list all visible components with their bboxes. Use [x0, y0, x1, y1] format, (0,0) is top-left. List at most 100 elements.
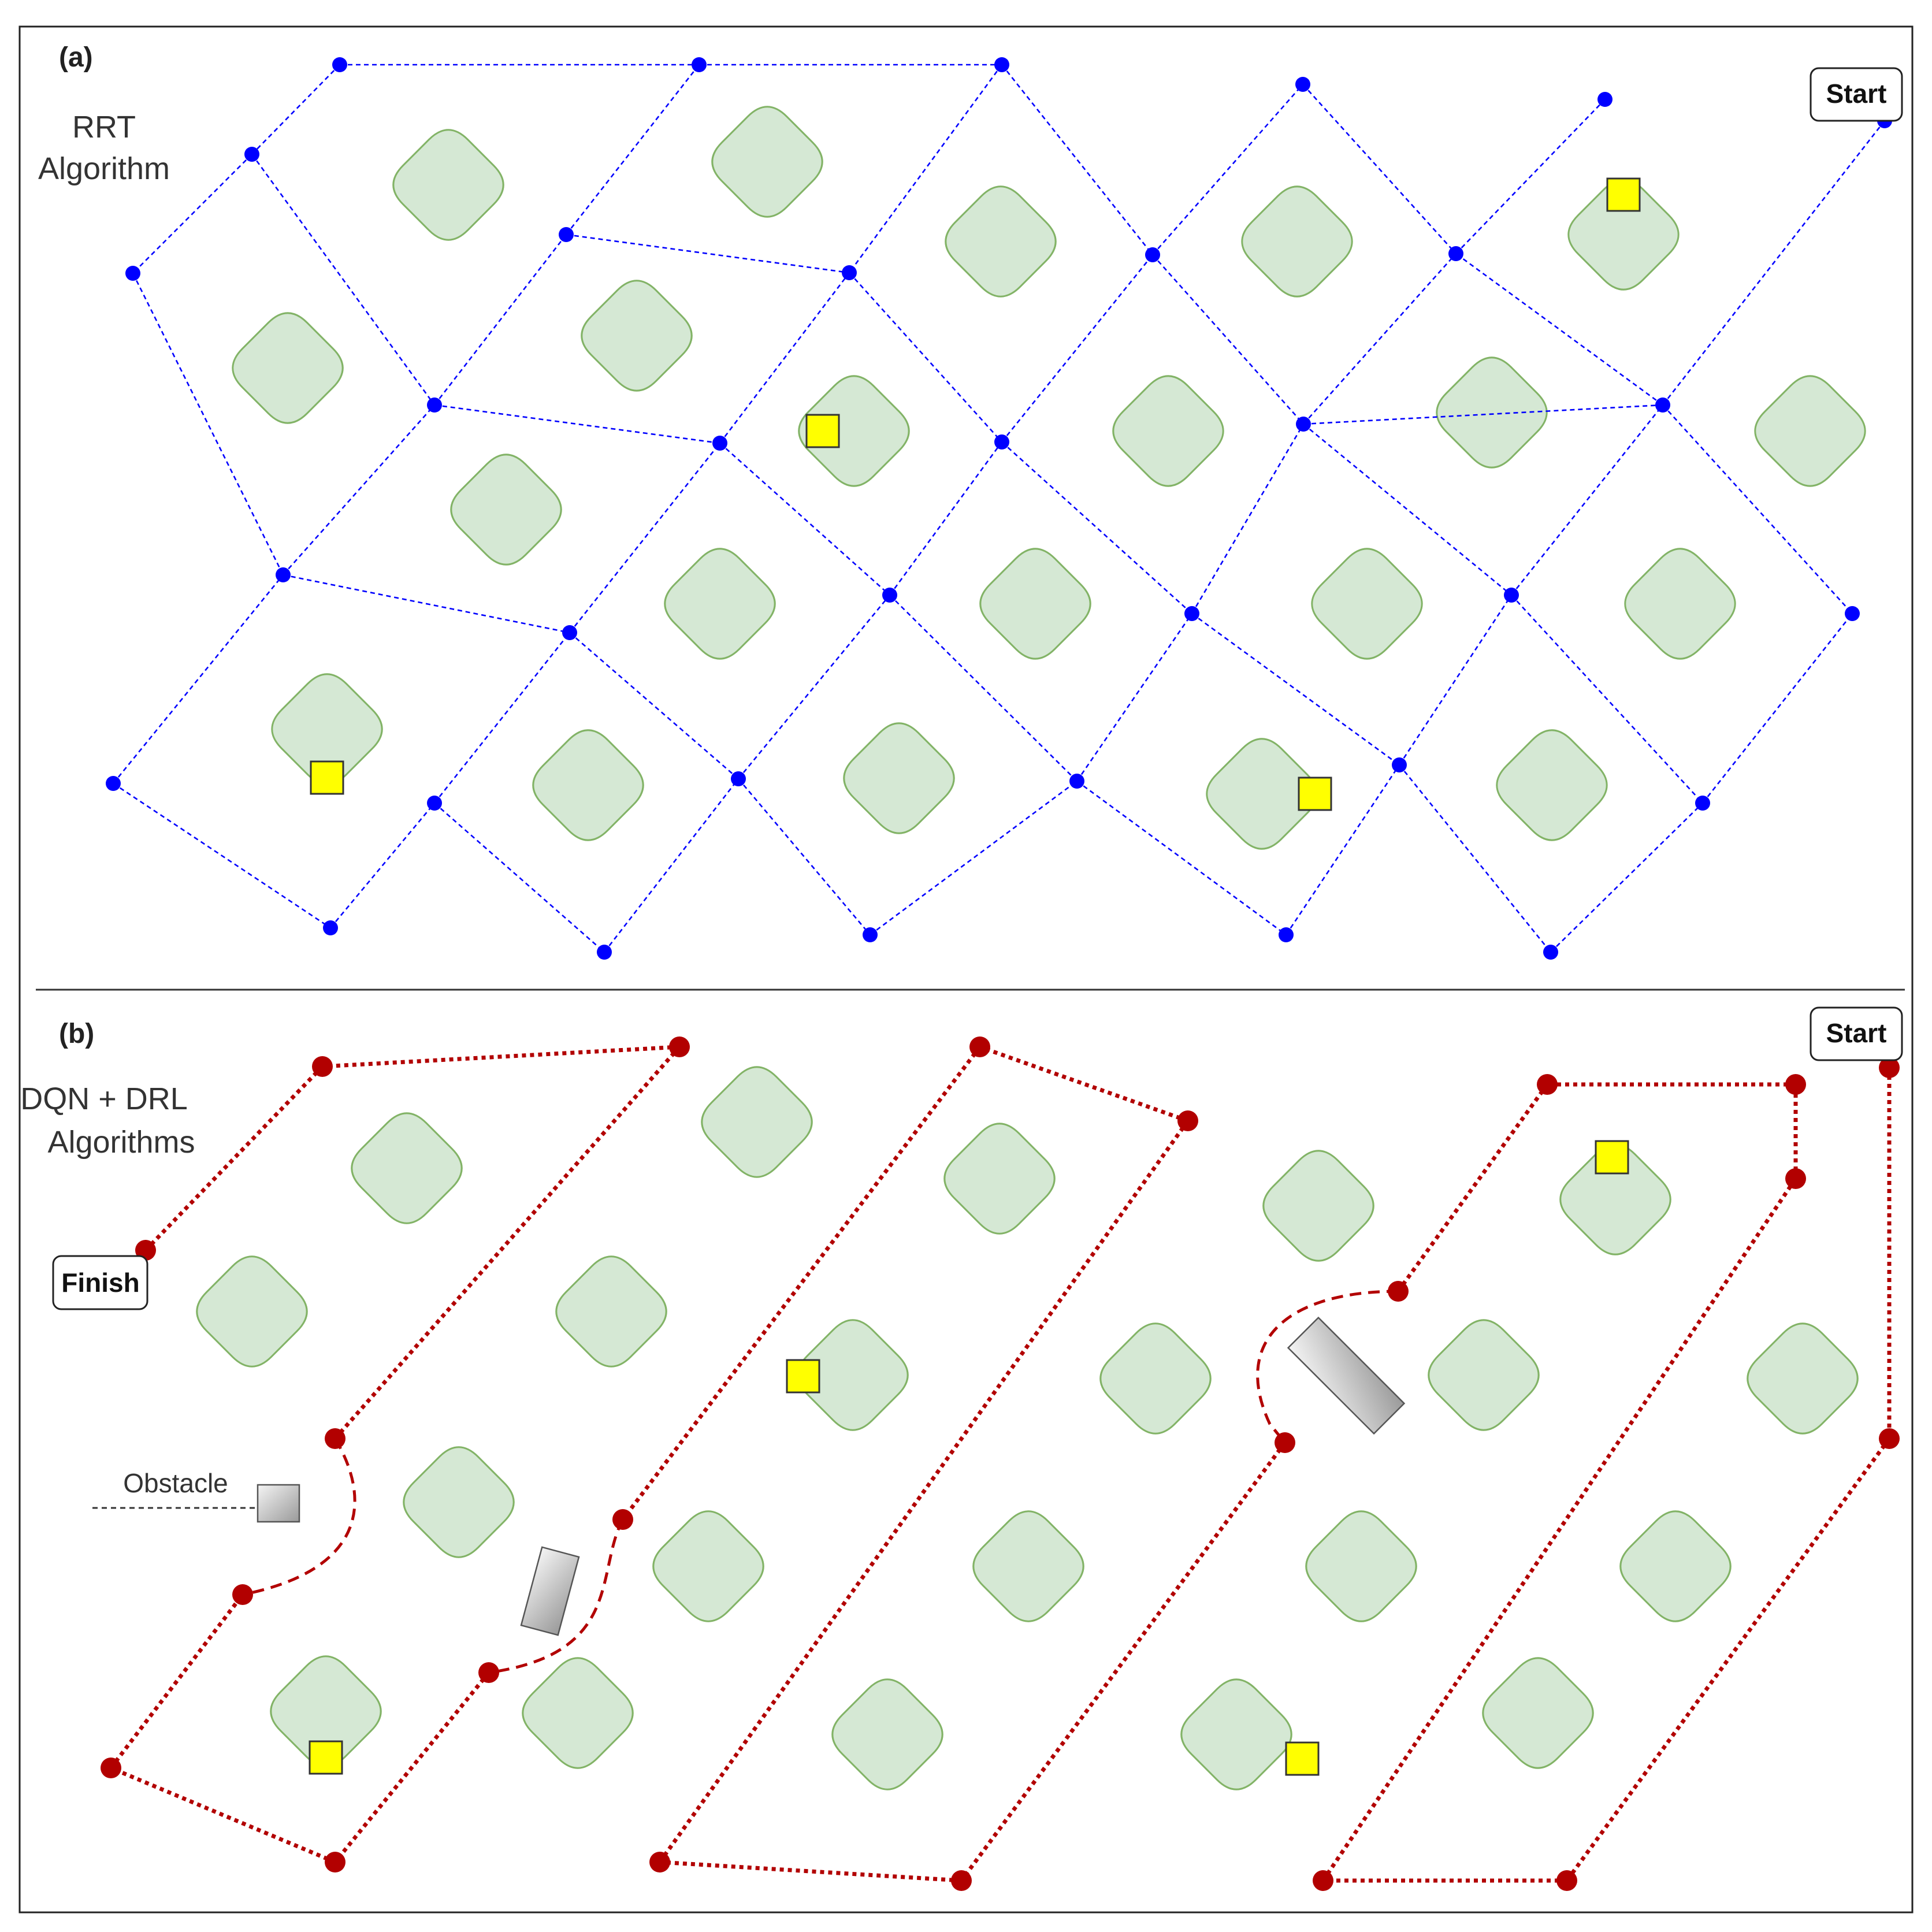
rrt-node: [559, 227, 574, 242]
rrt-edge: [849, 272, 1002, 443]
panel-b-algorithm-line-2: Algorithms: [47, 1125, 195, 1160]
panel-b-finish-label: Finish: [61, 1268, 139, 1298]
rrt-edge: [889, 595, 1078, 782]
rrt-edge: [251, 64, 340, 155]
drl-path-segment: [1321, 1177, 1797, 1882]
drl-waypoint: [1879, 1428, 1900, 1449]
drl-path-segment: [110, 1766, 336, 1864]
rrt-node: [1543, 945, 1558, 960]
obstacle-area-diamond: [1754, 375, 1866, 487]
drl-waypoint: [669, 1036, 690, 1057]
obstacle-area-diamond: [403, 1446, 515, 1558]
rrt-node: [1845, 606, 1860, 621]
rrt-edge: [737, 595, 891, 779]
obstacle-area-diamond: [1305, 1510, 1417, 1622]
obstacle-area-diamond: [196, 1255, 308, 1368]
figure-border: [18, 25, 1914, 1914]
rrt-edge: [1285, 764, 1400, 935]
rrt-node: [1392, 757, 1407, 772]
rrt-node: [427, 796, 442, 811]
obstacle-area-diamond: [1099, 1322, 1212, 1435]
panel-b-start-box: Start: [1810, 1006, 1903, 1061]
panel-b-algorithm-line-1: DQN + DRL: [20, 1082, 188, 1116]
obstacle-area-diamond: [711, 106, 823, 218]
drl-waypoint: [612, 1509, 633, 1530]
rrt-edge: [1455, 252, 1663, 406]
target-marker: [309, 1740, 343, 1775]
panel-a-rrt-nodes: [106, 57, 1892, 960]
panel-a-rrt-edges: [112, 64, 1886, 953]
obstacle-area-diamond: [1241, 185, 1353, 298]
obstacle-area-diamond: [831, 1678, 943, 1790]
rrt-node: [597, 945, 612, 960]
rrt-node: [1296, 417, 1311, 432]
panel-a-algorithm-line-1: RRT: [72, 110, 136, 144]
rrt-node: [994, 57, 1009, 72]
rrt-edge: [1001, 441, 1192, 614]
obstacle-area-diamond: [798, 375, 910, 487]
drl-path-segment: [322, 1045, 680, 1069]
obstacle-area-diamond: [945, 185, 1057, 298]
panel-b-obstacle-legend: Obstacle: [92, 1468, 300, 1523]
rrt-node: [1504, 588, 1519, 603]
drl-waypoint: [649, 1852, 670, 1872]
target-marker: [1285, 1741, 1320, 1776]
rrt-edge: [870, 780, 1078, 936]
rrt-edge: [1662, 404, 1853, 614]
rrt-edge: [1191, 423, 1305, 614]
drl-path-segment: [333, 1045, 681, 1440]
drl-path-segment: [144, 1065, 324, 1252]
drl-path-segment: [109, 1593, 244, 1770]
drl-waypoint: [1177, 1110, 1198, 1131]
panel-b-finish-box: Finish: [52, 1255, 148, 1310]
target-marker: [1298, 776, 1332, 811]
rrt-node: [1695, 796, 1710, 811]
rrt-node: [842, 265, 857, 280]
rrt-node: [106, 776, 121, 791]
rrt-edge: [113, 782, 331, 929]
drl-waypoint: [1275, 1432, 1295, 1453]
rrt-node: [712, 436, 727, 451]
panel-b-obstacle-label: Obstacle: [123, 1468, 228, 1498]
obstacle-area-diamond: [1262, 1150, 1374, 1262]
drl-path-detour: [488, 1518, 625, 1674]
rrt-edge: [132, 154, 252, 274]
obstacle-area-diamond: [1206, 738, 1318, 850]
rrt-edge: [330, 802, 435, 928]
obstacle-area-diamond: [532, 729, 644, 841]
obstacle-area-diamond: [581, 280, 693, 392]
target-marker: [310, 760, 344, 795]
rrt-edge: [1152, 254, 1304, 425]
rrt-edge: [719, 272, 850, 444]
drl-waypoint: [325, 1852, 345, 1872]
drl-waypoint: [312, 1056, 333, 1077]
drl-path-segment: [1565, 1437, 1891, 1882]
rrt-edge: [283, 574, 570, 634]
panel-a-start-label: Start: [1826, 79, 1887, 109]
target-marker: [786, 1359, 820, 1394]
rrt-edge: [1662, 120, 1886, 406]
panel-a-targets: [310, 177, 1641, 811]
obstacle-area-diamond: [1112, 375, 1224, 487]
rrt-node: [863, 927, 878, 942]
obstacle-area-diamond: [1496, 729, 1608, 841]
rrt-edge: [1455, 99, 1606, 254]
obstacle-area-diamond: [232, 312, 344, 424]
drl-path-segment: [658, 1119, 1190, 1864]
drl-waypoint: [1785, 1168, 1806, 1189]
drl-waypoint: [1785, 1074, 1806, 1095]
drl-waypoint: [325, 1428, 345, 1449]
rrt-edge: [1701, 613, 1853, 804]
drl-waypoint: [969, 1036, 990, 1057]
drl-waypoint: [232, 1584, 253, 1605]
drl-waypoint: [101, 1758, 121, 1778]
rrt-edge: [1398, 595, 1513, 766]
rrt-node: [1655, 397, 1670, 413]
rrt-edge: [889, 441, 1003, 596]
obstacle-area-diamond: [843, 722, 955, 834]
obstacle-area-diamond: [652, 1510, 764, 1622]
rrt-edge: [251, 154, 436, 406]
drl-waypoint: [951, 1870, 972, 1891]
obstacle-area-diamond: [1311, 548, 1423, 660]
